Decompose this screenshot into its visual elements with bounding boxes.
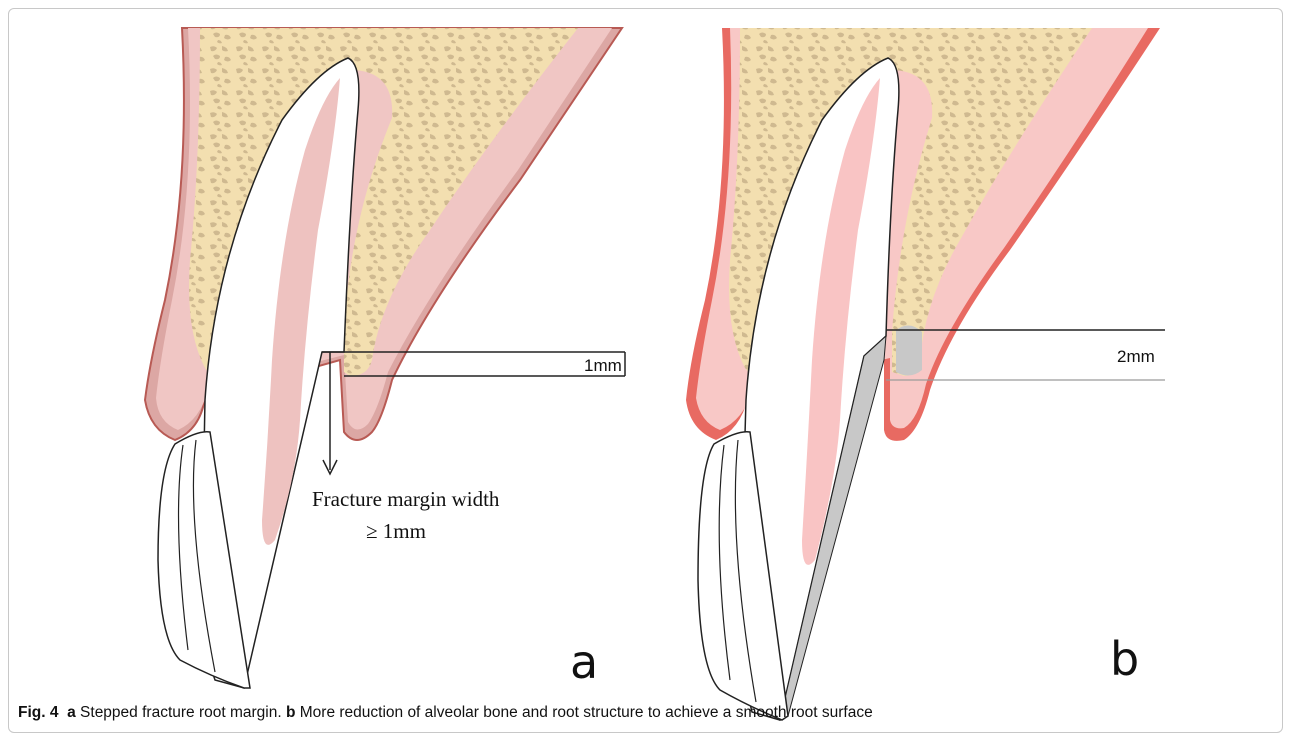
panel-b-illustration bbox=[686, 28, 1165, 720]
caption-b-marker: b bbox=[286, 704, 295, 721]
panel-b-letter: b bbox=[1110, 632, 1139, 686]
caption-fig-label: Fig. 4 bbox=[18, 704, 58, 721]
panel-a-illustration bbox=[145, 28, 625, 688]
panel-a-letter: a bbox=[570, 635, 598, 689]
panel-b-bone-reduction bbox=[896, 325, 922, 375]
panel-a-annotation-line1: Fracture margin width bbox=[312, 487, 500, 511]
caption-a-text: Stepped fracture root margin. bbox=[80, 704, 282, 721]
panel-a-measure-label: 1mm bbox=[584, 356, 622, 375]
panel-a-annotation-line2: ≥ 1mm bbox=[366, 519, 426, 543]
caption-a-marker: a bbox=[67, 704, 76, 721]
caption-b-text: More reduction of alveolar bone and root… bbox=[300, 704, 873, 721]
panel-b-measure-label: 2mm bbox=[1117, 347, 1155, 366]
figure-caption: Fig. 4 a Stepped fracture root margin. b… bbox=[18, 704, 1278, 722]
